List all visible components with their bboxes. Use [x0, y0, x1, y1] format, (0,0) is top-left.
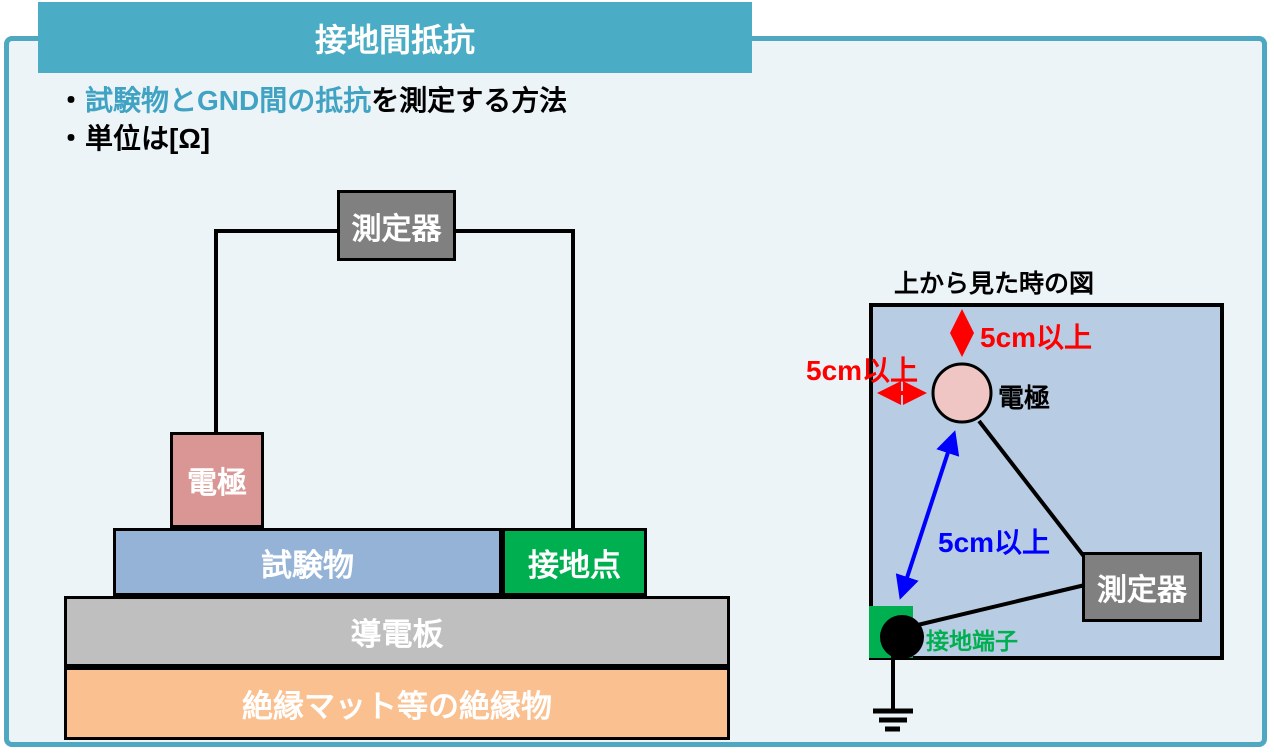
bullet-list: ・試験物とGND間の抵抗を測定する方法 ・単位は[Ω] [57, 82, 567, 158]
bullet-unit-text: 単位は[Ω] [85, 123, 211, 154]
clearance-label-left: 5cm以上 [806, 355, 919, 386]
top-view-electrode-label: 電極 [998, 383, 1051, 413]
conductive-plate-label: 導電板 [350, 617, 444, 652]
clearance-label-top: 5cm以上 [980, 322, 1093, 353]
ground-terminal-label: 接地端子 [926, 628, 1018, 654]
bullet-item-method: ・試験物とGND間の抵抗を測定する方法 [57, 82, 567, 120]
side-view-insulation-box: 絶縁マット等の絶縁物 [64, 667, 730, 740]
meter-label: 測定器 [351, 212, 442, 246]
top-view-ground-terminal-pad [869, 606, 913, 658]
page-title: 接地間抵抗 [314, 21, 475, 58]
side-view-specimen-box: 試験物 [113, 528, 502, 596]
bullet-marker: ・ [57, 85, 86, 116]
meter-label: 測定器 [1097, 574, 1187, 607]
insulation-label: 絶縁マット等の絶縁物 [242, 689, 552, 724]
top-view-meter-box: 測定器 [1082, 552, 1202, 622]
top-view-caption: 上から見た時の図 [893, 270, 1094, 298]
clearance-label-diagonal: 5cm以上 [938, 527, 1051, 558]
bullet-item-unit: ・単位は[Ω] [57, 120, 567, 158]
bullet-marker: ・ [57, 123, 86, 154]
electrode-label: 電極 [187, 467, 247, 500]
bullet-highlight-text: 試験物とGND間の抵抗 [85, 85, 372, 116]
side-view-ground-point-box: 接地点 [502, 528, 647, 596]
side-view-conductive-plate-box: 導電板 [64, 596, 730, 667]
side-view-electrode-box: 電極 [170, 432, 264, 528]
side-view-meter-box: 測定器 [337, 190, 456, 261]
bullet-rest-text: を測定する方法 [371, 85, 568, 116]
title-banner: 接地間抵抗 [38, 2, 752, 73]
specimen-label: 試験物 [261, 547, 354, 583]
ground-point-label: 接地点 [528, 547, 621, 583]
